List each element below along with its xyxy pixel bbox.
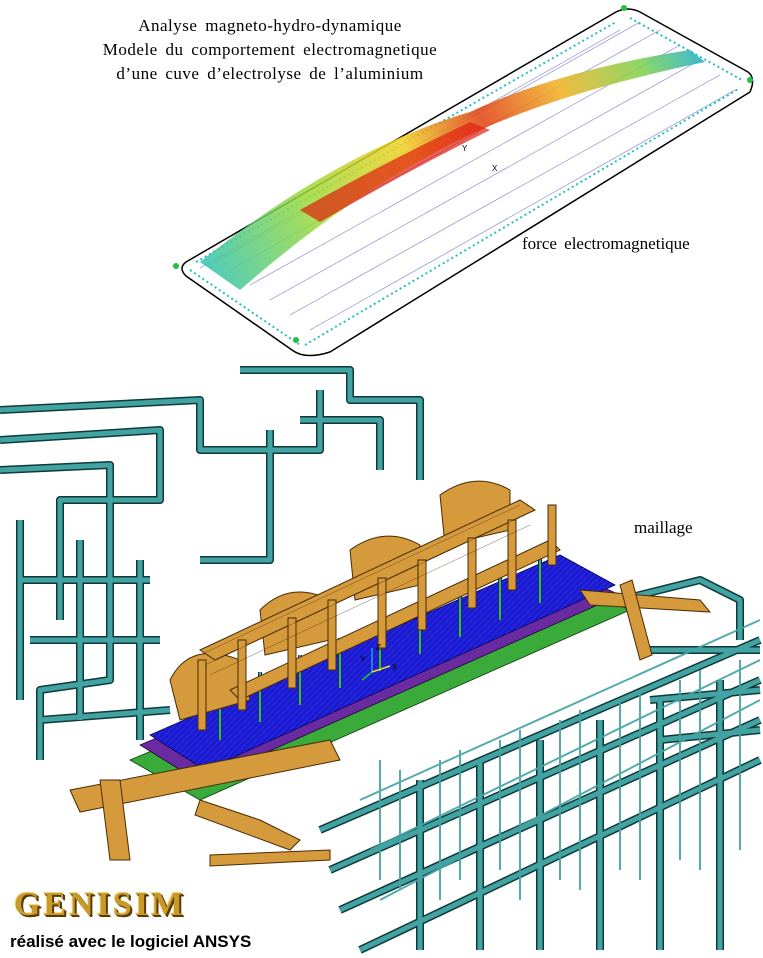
axis-label-y: Y — [360, 655, 366, 664]
force-hotband — [200, 50, 705, 290]
title-line-1: Analyse magneto-hydro-dynamique — [138, 16, 402, 35]
force-field-plot — [173, 5, 754, 357]
force-hotband-core — [300, 122, 490, 222]
axis-label-z: Z — [376, 643, 381, 652]
mesh-label: maillage — [634, 518, 693, 537]
title-line-2: Modele du comportement electromagnetique — [102, 40, 438, 59]
axis-label-x-top: X — [492, 164, 498, 173]
cell-outline — [181, 8, 754, 357]
force-label: force electromagnetique — [522, 234, 690, 253]
busbar-network — [0, 366, 762, 954]
cell-mesh — [69, 480, 712, 867]
axis-label-x: X — [392, 663, 398, 672]
mesh-gridlines — [199, 504, 531, 676]
superstructure-beams — [69, 480, 712, 867]
axis-triad-icon: Y Z X — [360, 643, 398, 681]
corner-markers — [173, 5, 753, 343]
title-line-3: d’une cuve d’electrolyse de l’aluminium — [116, 64, 424, 83]
genisim-logo: GENISIM — [14, 886, 187, 923]
software-credit: réalisé avec le logiciel ANSYS — [10, 932, 252, 951]
superstructure-columns — [197, 504, 557, 731]
axis-label-y-top: Y — [462, 144, 468, 153]
